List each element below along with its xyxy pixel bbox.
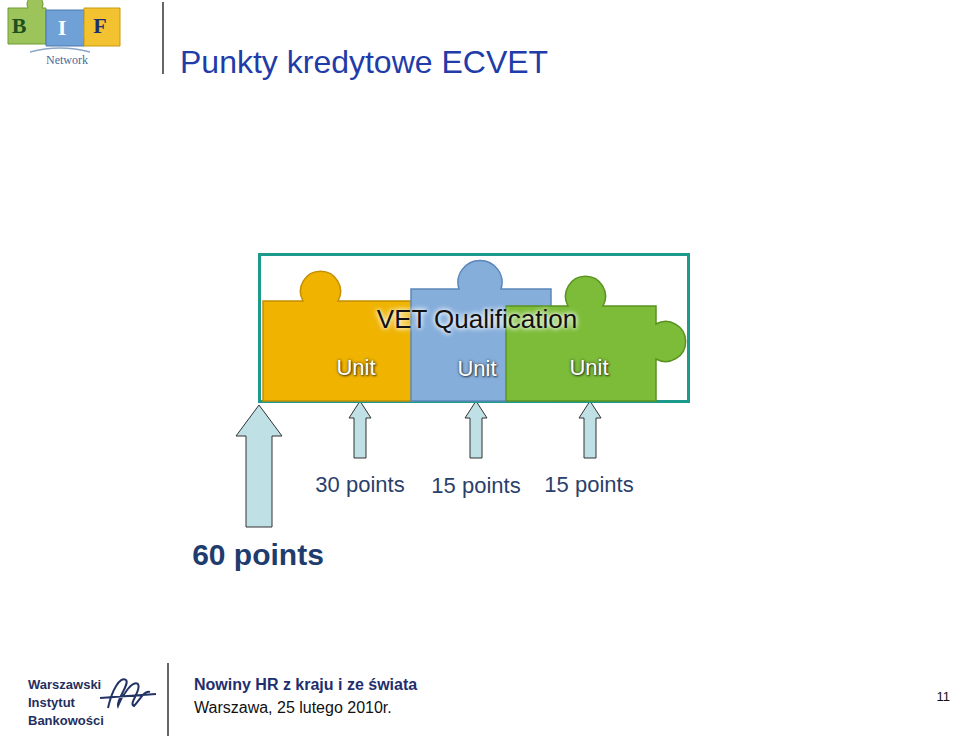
points-label: 30 points [315, 472, 404, 497]
logo-letter: B [12, 13, 27, 38]
unit-label: Unit [336, 355, 375, 381]
puzzle-outline [506, 284, 689, 401]
page-number: 11 [937, 690, 951, 705]
points-label: 15 points [544, 472, 633, 497]
header-rule [162, 2, 164, 74]
qualification-frame: VET QualificationUnitUnitUnit [258, 253, 690, 403]
logo-letter: I [58, 15, 67, 40]
signature-logo [100, 679, 156, 708]
unit-puzzle-piece: Unit [506, 284, 689, 401]
qualification-title: VET Qualification [377, 304, 577, 335]
footer-rule [167, 663, 169, 736]
event-date: Warszawa, 25 lutego 2010r. [194, 699, 392, 717]
points-label: 15 points [431, 473, 520, 498]
total-points-label: 60 points [192, 538, 324, 573]
unit-label: Unit [457, 356, 496, 382]
block-arrows [236, 401, 601, 527]
puzzle-shape [506, 276, 686, 401]
unit-label: Unit [569, 355, 608, 381]
logo-text: Network [46, 54, 88, 68]
institute-name: Warszawski Instytut Bankowości [28, 676, 114, 730]
event-name: Nowiny HR z kraju i ze świata [194, 676, 417, 694]
logo-puzzle [8, 0, 120, 52]
logo-letter: F [93, 13, 106, 38]
slide-title: Punkty kredytowe ECVET [180, 44, 548, 81]
